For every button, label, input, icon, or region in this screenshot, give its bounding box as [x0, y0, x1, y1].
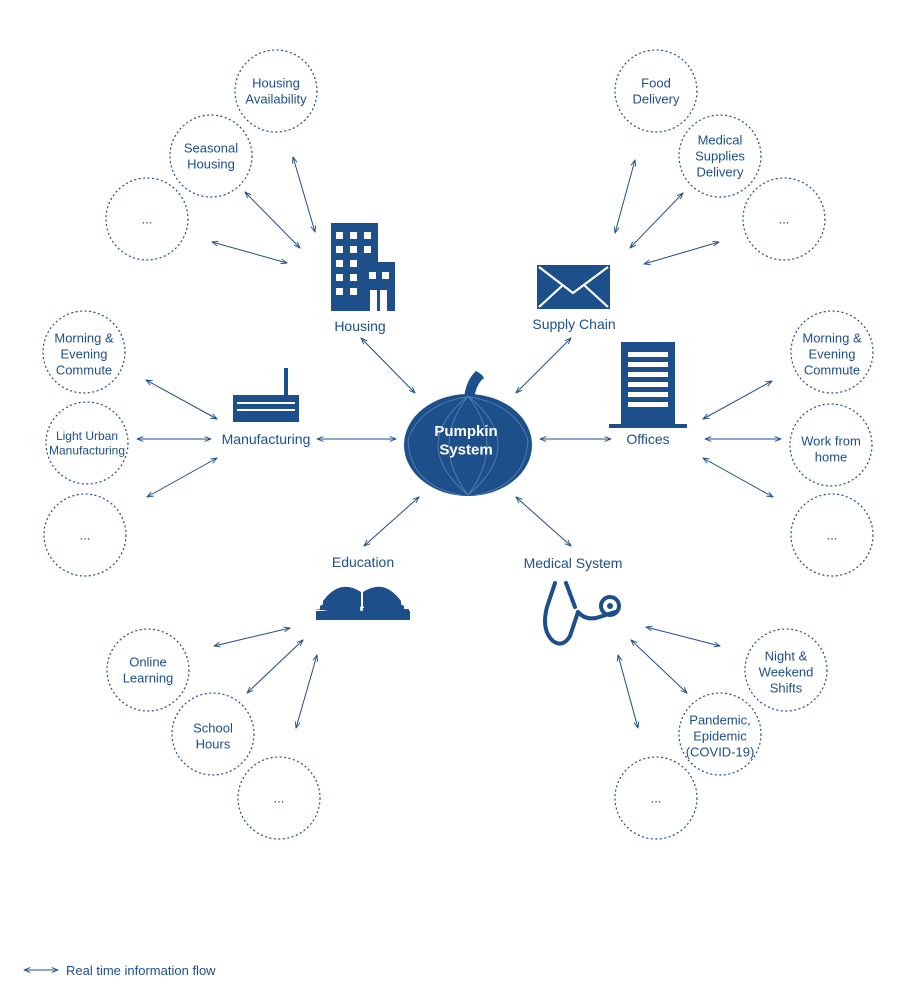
hub-label-offices: Offices [626, 431, 669, 447]
label-line: ... [651, 791, 662, 806]
arrow-mfg-commute [146, 380, 217, 419]
arrows [137, 157, 781, 728]
label-line: Hours [196, 737, 231, 752]
label-line: Commute [56, 362, 112, 377]
label-line: Seasonal [184, 141, 238, 156]
arrow-housing-center [361, 338, 415, 393]
label-line: Epidemic [693, 729, 747, 744]
label-line: Housing [252, 76, 300, 91]
arrow-office-commute [703, 381, 772, 419]
arrow-education-center [364, 497, 419, 546]
label-line: School [193, 721, 233, 736]
hub-label-medical: Medical System [524, 555, 623, 571]
label-line: Evening [61, 347, 108, 362]
hub-label-housing: Housing [334, 318, 385, 334]
arrow-med-more [618, 655, 638, 728]
stethoscope-icon [543, 581, 621, 646]
label-line: Morning & [802, 331, 862, 346]
node-med-more: ... [651, 791, 662, 806]
hub-label-manufacturing: Manufacturing [222, 431, 311, 447]
hub-label-supply-chain: Supply Chain [532, 316, 615, 332]
label-line: ... [274, 791, 285, 806]
arrow-pandemic [631, 640, 687, 693]
satellite-circles [42, 49, 874, 840]
label-line: Weekend [759, 665, 814, 680]
office-tower-icon [609, 342, 687, 428]
arrow-office-more [703, 458, 773, 497]
label-line: Online [129, 655, 167, 670]
label-line: Commute [804, 362, 860, 377]
label-line: Medical [698, 133, 743, 148]
label-line: ... [80, 528, 91, 543]
hub-label-education: Education [332, 554, 394, 570]
arrow-medical-center [516, 497, 571, 546]
label-line: Light Urban [56, 429, 118, 443]
label-line: Evening [809, 347, 856, 362]
legend-label: Real time information flow [66, 963, 216, 978]
node-edu-more: ... [274, 791, 285, 806]
building-icon [331, 223, 395, 311]
label-line: System [439, 441, 492, 458]
label-line: Work from [801, 434, 861, 449]
arrow-online-learning [214, 628, 290, 646]
label-line: ... [827, 528, 838, 543]
factory-icon [233, 368, 299, 422]
label-line: Housing [187, 157, 235, 172]
arrow-night-weekend [646, 627, 720, 646]
node-office-more: ... [827, 528, 838, 543]
arrow-medical-supplies [630, 193, 683, 248]
arrow-supply-more [644, 242, 719, 264]
arrow-seasonal-housing [245, 192, 300, 248]
label-line: Morning & [54, 331, 114, 346]
node-supply-more: ... [779, 212, 790, 227]
label-line: Food [641, 76, 671, 91]
open-book-icon [315, 586, 410, 620]
arrow-food-delivery [615, 160, 635, 233]
arrow-housing-availability [293, 157, 315, 232]
arrow-supply-center [516, 338, 571, 393]
label-line: Delivery [633, 92, 680, 107]
arrow-school-hours [247, 640, 303, 693]
arrow-housing-more [212, 242, 287, 263]
label-line: home [815, 450, 848, 465]
label-line: Pandemic, [689, 713, 750, 728]
label-line: ... [779, 212, 790, 227]
label-line: Shifts [770, 680, 803, 695]
arrow-edu-more [296, 655, 317, 728]
label-line: Night & [765, 649, 808, 664]
label-line: Pumpkin [434, 423, 497, 440]
label-line: Delivery [697, 164, 744, 179]
pumpkin-icon [404, 371, 532, 496]
label-line: ... [142, 212, 153, 227]
arrow-mfg-more [147, 458, 217, 497]
label-line: Learning [123, 671, 174, 686]
label-line: Supplies [695, 149, 745, 164]
node-pandemic: Pandemic,Epidemic(COVID-19) [686, 713, 755, 760]
label-line: Manufacturing [49, 444, 125, 458]
label-line: (COVID-19) [686, 744, 755, 759]
envelope-icon [537, 265, 610, 309]
node-housing-more: ... [142, 212, 153, 227]
node-mfg-more: ... [80, 528, 91, 543]
label-line: Availability [245, 92, 307, 107]
